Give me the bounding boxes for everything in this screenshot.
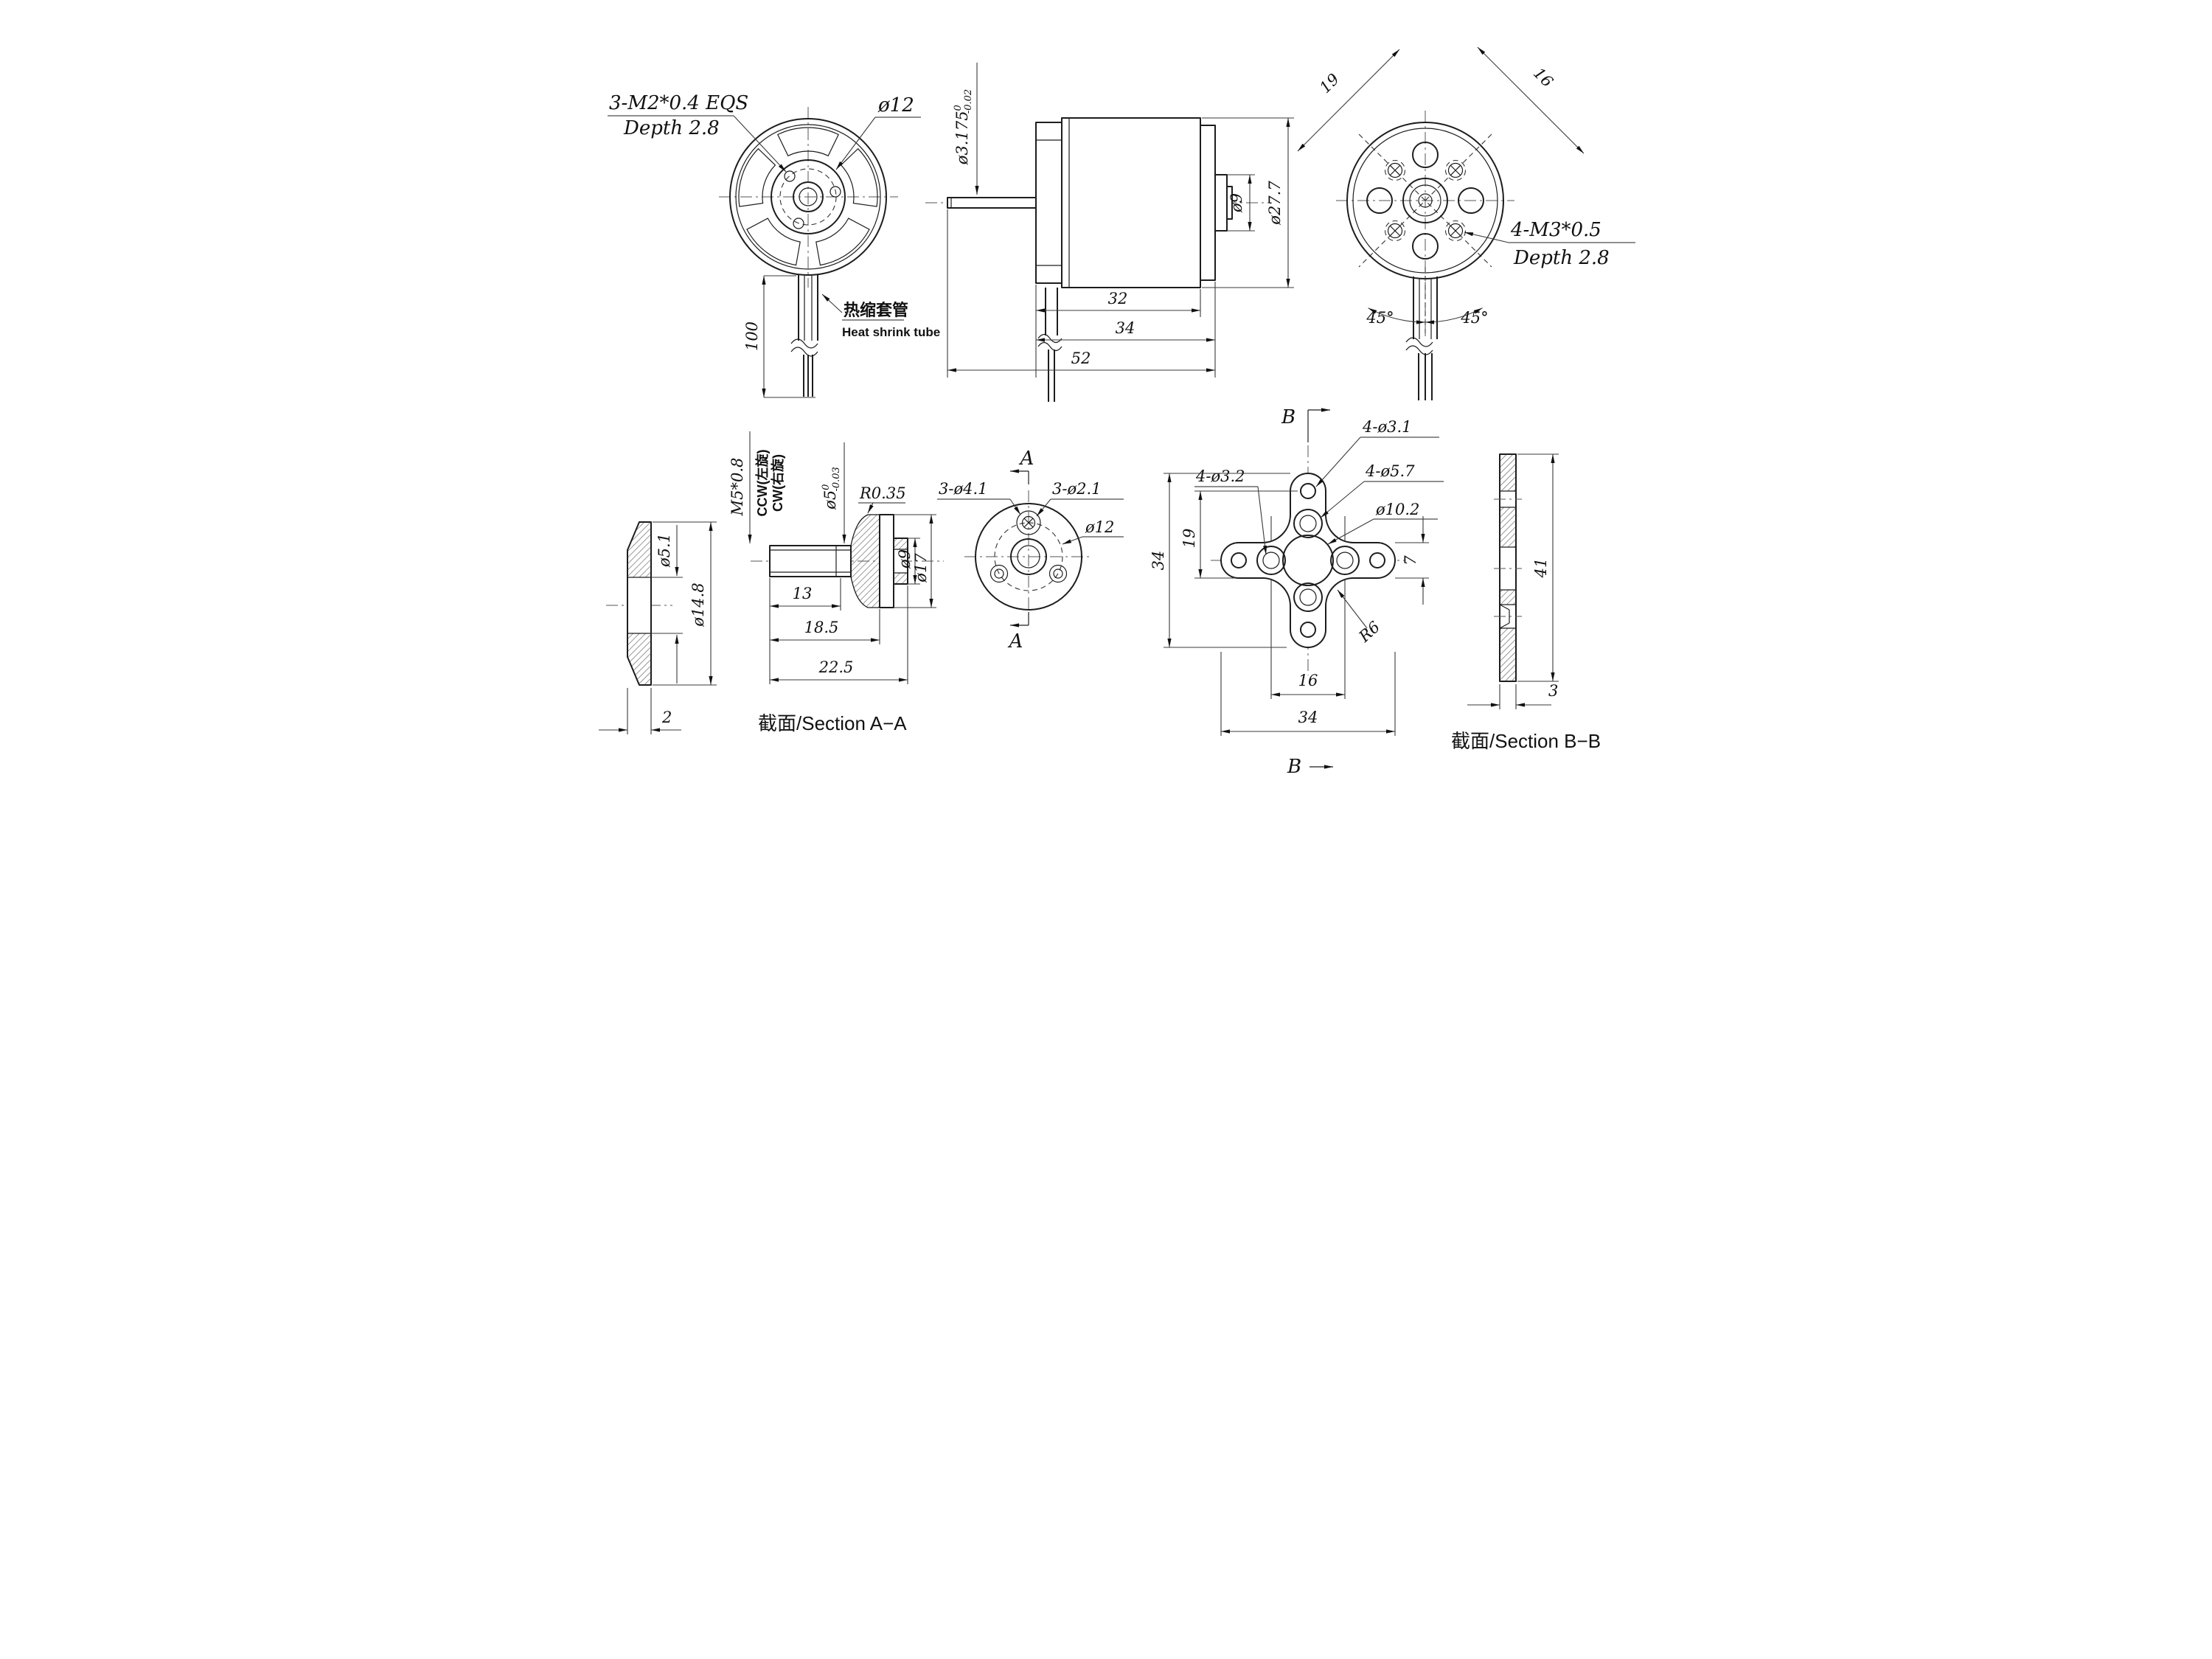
angle45-right: 45°	[1460, 309, 1488, 327]
mount-holes-small-label: 4-ø3.1	[1362, 418, 1412, 436]
thread-spec-label: M5*0.8	[728, 458, 746, 517]
washer-od-label: ø14.8	[689, 582, 707, 627]
len-total-label-a: 22.5	[818, 658, 854, 676]
section-a-view: M5*0.8 CCW(左旋) CW(右旋) ø50-0.03 R0.35 ø9 …	[728, 431, 944, 734]
mount-holes-cb-label: 4-ø5.7	[1365, 462, 1415, 480]
mount-outer-holes	[1231, 483, 1385, 638]
ccw-label: CCW(左旋)	[754, 450, 770, 517]
len-mid-label: 18.5	[804, 619, 839, 636]
flange-holes-large-label: 3-ø4.1	[939, 480, 988, 498]
front-hub	[771, 159, 846, 234]
section-b-caption: 截面/Section B−B	[1451, 730, 1601, 752]
angle45-left: 45°	[1366, 309, 1394, 327]
len-boss-label: 34	[1116, 319, 1135, 337]
flange-view: 3-ø4.1 3-ø2.1 ø12 A A	[937, 448, 1124, 653]
washer-thickness-label: 2	[661, 709, 672, 726]
motor-technical-drawing: 100 3-M2*0.4 EQS Depth 2.8 ø12 热缩套管 Heat…	[599, 46, 1635, 778]
shaft5-dia-label: ø50-0.03	[821, 467, 842, 510]
mount-pitchv-label: 19	[1180, 529, 1198, 549]
hub-dia-label: ø9	[896, 549, 914, 569]
section-b-marker-top: B	[1281, 406, 1295, 428]
shaft-dia-label: ø3.1750-0.02	[953, 89, 974, 165]
side-view: ø3.1750-0.02 ø9 ø27.7 32 34 52	[925, 63, 1294, 402]
mount-bore-label: ø10.2	[1375, 501, 1419, 518]
mount-view: B B 4-ø3.1 4-ø5.7 4-ø3.2 ø10.2 34 19 7 R…	[1150, 406, 1444, 778]
back-vent-holes	[1366, 142, 1484, 260]
shaft-flange	[850, 514, 880, 608]
body-dia-label: ø27.7	[1266, 181, 1284, 226]
section-b-height-label: 41	[1532, 558, 1550, 579]
len-body-label: 32	[1108, 290, 1128, 307]
heat-shrink-label-zh: 热缩套管	[844, 301, 908, 319]
section-a-marker-bottom: A	[1008, 630, 1023, 653]
mount-outline	[1220, 473, 1396, 648]
side-wire	[1037, 288, 1062, 402]
drawing-sheet: 100 3-M2*0.4 EQS Depth 2.8 ø12 热缩套管 Heat…	[553, 0, 1659, 830]
flange-holes-small-label: 3-ø2.1	[1052, 480, 1102, 498]
back-m3-holes	[1384, 159, 1467, 242]
front-m2-label-line2: Depth 2.8	[623, 117, 720, 139]
mount-pitchh-label: 16	[1298, 672, 1318, 689]
back-view: 19 16 4-M3*0.5 Depth 2.8 45° 45°	[1297, 46, 1635, 400]
mount-height-label: 34	[1150, 551, 1167, 571]
pitch19-label: 19	[1316, 70, 1343, 97]
boss-dia-label: ø9	[1228, 193, 1245, 213]
motor-body	[1061, 117, 1201, 288]
rear-boss	[1214, 174, 1228, 232]
front-hub-dia-label: ø12	[877, 94, 914, 116]
thread-len-label: 13	[793, 585, 813, 602]
section-b-marker-bottom: B	[1287, 756, 1301, 778]
front-wire-length: 100	[743, 321, 761, 351]
washer-bore-label: ø5.1	[655, 533, 673, 568]
pitch16-label: 16	[1530, 64, 1557, 91]
section-a-caption: 截面/Section A−A	[758, 712, 907, 734]
back-wires	[1405, 276, 1438, 400]
fillet-label: R0.35	[859, 484, 906, 502]
front-wires	[790, 274, 818, 397]
front-m2-label-line1: 3-M2*0.4 EQS	[609, 92, 748, 114]
front-view: 100 3-M2*0.4 EQS Depth 2.8 ø12 热缩套管 Heat…	[608, 92, 940, 398]
mount-fillet-label: R6	[1355, 618, 1383, 646]
back-m3-label-line2: Depth 2.8	[1513, 247, 1610, 269]
flange-top-hole	[1016, 510, 1041, 535]
section-b-thickness-label: 3	[1548, 682, 1558, 700]
mount-width-label: 34	[1298, 709, 1318, 726]
heat-shrink-label-en: Heat shrink tube	[842, 325, 940, 339]
mount-armwidth-label: 7	[1402, 555, 1419, 566]
section-a-marker-top: A	[1019, 448, 1034, 470]
mount-center-bore	[1282, 535, 1334, 586]
front-m2-holes	[784, 170, 841, 229]
flange-bc-label: ø12	[1085, 518, 1114, 536]
front-cutouts	[738, 127, 878, 266]
motor-shaft	[947, 197, 1037, 209]
section-b-view: 41 3 截面/Section B−B	[1451, 453, 1601, 752]
cw-label: CW(右旋)	[770, 454, 785, 512]
mount-counterbore-holes	[1256, 509, 1360, 612]
front-flange	[1035, 122, 1062, 284]
len-total-label: 52	[1071, 349, 1091, 367]
flange-dia-label: ø17	[912, 553, 930, 583]
mount-holes-mid-label: 4-ø3.2	[1195, 467, 1245, 485]
washer-view: ø5.1 ø14.8 2	[599, 521, 717, 734]
back-m3-label-line1: 4-M3*0.5	[1510, 219, 1601, 241]
flange-side-holes	[990, 564, 1068, 583]
